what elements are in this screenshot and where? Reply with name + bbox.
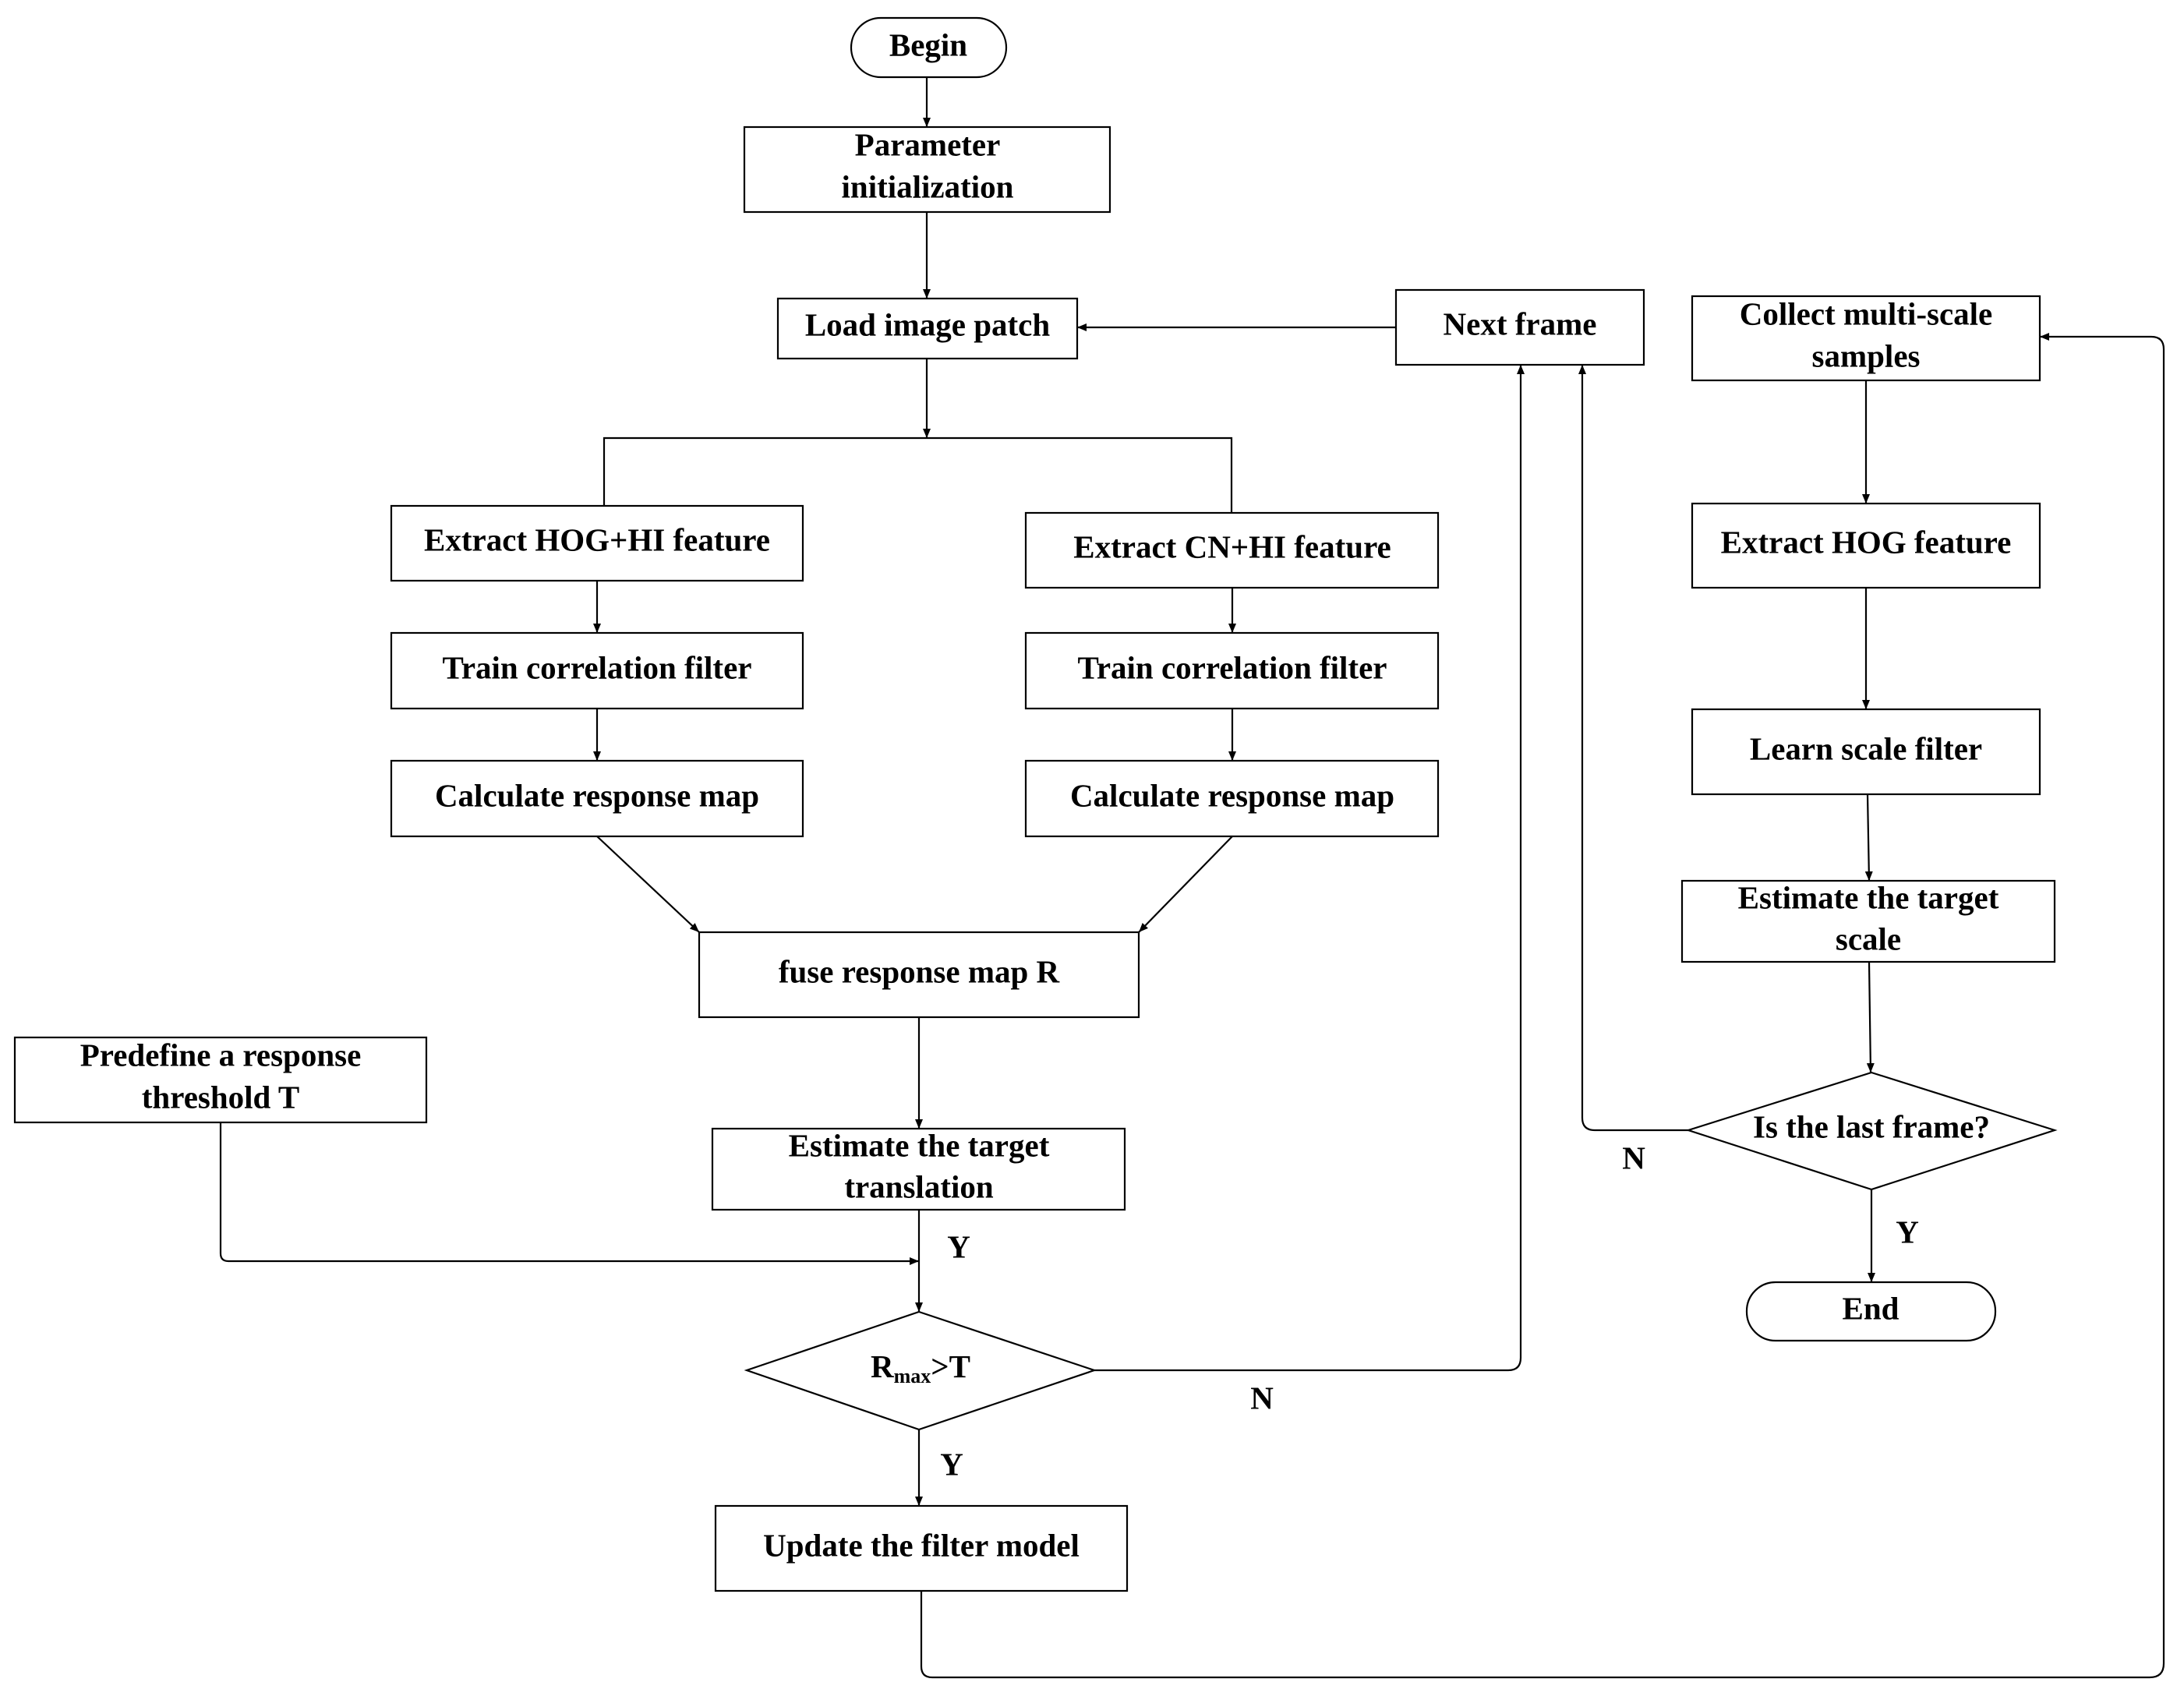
update-filter-model-box: Update the filter model	[714, 1504, 1129, 1592]
rmax-threshold-decision: Rmax>T	[744, 1310, 1097, 1431]
train-correlation-filter-left-box: Train correlation filter	[390, 631, 804, 710]
predefine-threshold-box: Predefine a response threshold T	[13, 1036, 428, 1124]
last-frame-decision-label: Is the last frame?	[1753, 1108, 1990, 1144]
end-node: End	[1745, 1281, 1997, 1342]
extract-hog-hi-feature-box: Extract HOG+HI feature	[390, 504, 804, 582]
train-correlation-filter-right-label: Train correlation filter	[1078, 649, 1387, 685]
end-label: End	[1843, 1290, 1900, 1326]
arrow-learn-scale-to-estimate-scale	[1864, 793, 1873, 882]
extract-hog-feature-box: Extract HOG feature	[1691, 502, 2041, 589]
rmax-yes-label: Y	[940, 1446, 963, 1482]
parameter-initialization-box: Parameter initialization	[743, 125, 1111, 214]
arrow-update-to-collect-samples	[920, 333, 2165, 1679]
predefine-threshold-line-1: Predefine a response	[80, 1037, 362, 1073]
threshold-yes-label: Y	[947, 1228, 970, 1264]
parameter-initialization-line-1: Parameter	[855, 126, 1001, 162]
load-image-patch-label: Load image patch	[805, 306, 1051, 342]
learn-scale-filter-label: Learn scale filter	[1750, 730, 1982, 766]
estimate-scale-box: Estimate the target scale	[1680, 879, 2056, 963]
split-line	[603, 436, 1233, 513]
next-frame-box: Next frame	[1394, 288, 1645, 366]
collect-multi-scale-samples-box: Collect multi-scale samples	[1691, 295, 2041, 382]
next-frame-label: Next frame	[1444, 306, 1597, 341]
arrow-calc-left-to-fuse	[596, 836, 700, 933]
collect-samples-line-2: samples	[1812, 338, 1921, 373]
extract-hog-feature-label: Extract HOG feature	[1721, 524, 2012, 560]
rmax-no-label: N	[1250, 1380, 1274, 1415]
calculate-response-map-right-box: Calculate response map	[1024, 759, 1440, 838]
arrow-estimate-scale-to-last-frame	[1866, 961, 1875, 1073]
calculate-response-map-right-label: Calculate response map	[1070, 777, 1394, 813]
last-frame-decision: Is the last frame?	[1685, 1071, 2058, 1191]
estimate-translation-box: Estimate the target translation	[711, 1127, 1126, 1211]
predefine-threshold-line-2: threshold T	[142, 1079, 299, 1115]
collect-samples-line-1: Collect multi-scale	[1740, 295, 1992, 331]
begin-label: Begin	[889, 27, 967, 62]
rmax-decision-label: Rmax>T	[871, 1348, 970, 1387]
extract-hog-hi-feature-label: Extract HOG+HI feature	[424, 521, 770, 557]
rmax-subscript: max	[894, 1365, 931, 1387]
fuse-response-map-label: fuse response map R	[779, 953, 1060, 989]
arrow-calc-right-to-fuse	[1138, 836, 1233, 933]
arrow-decision-no-to-next-frame	[1094, 365, 1525, 1372]
train-correlation-filter-left-label: Train correlation filter	[443, 649, 752, 685]
calculate-response-map-left-label: Calculate response map	[435, 777, 759, 813]
begin-node: Begin	[850, 16, 1008, 79]
estimate-translation-line-1: Estimate the target	[789, 1127, 1050, 1163]
learn-scale-filter-box: Learn scale filter	[1691, 708, 2041, 796]
train-correlation-filter-right-box: Train correlation filter	[1024, 631, 1440, 710]
estimate-translation-line-2: translation	[844, 1168, 994, 1204]
last-frame-yes-label: Y	[1896, 1214, 1919, 1249]
rmax-main: R	[871, 1348, 894, 1384]
estimate-scale-line-2: scale	[1836, 921, 1901, 956]
last-frame-no-label: N	[1622, 1140, 1645, 1175]
arrow-threshold-to-join	[219, 1122, 919, 1265]
estimate-scale-line-1: Estimate the target	[1738, 879, 1999, 915]
rmax-suffix: >T	[931, 1348, 970, 1384]
calculate-response-map-left-box: Calculate response map	[390, 759, 804, 838]
extract-cn-hi-feature-box: Extract CN+HI feature	[1024, 511, 1440, 589]
extract-cn-hi-feature-label: Extract CN+HI feature	[1073, 528, 1391, 564]
load-image-patch-box: Load image patch	[776, 297, 1079, 360]
update-filter-model-label: Update the filter model	[763, 1527, 1080, 1563]
arrow-last-frame-no-to-next-frame	[1578, 365, 1688, 1132]
parameter-initialization-line-2: initialization	[842, 168, 1014, 204]
fuse-response-map-box: fuse response map R	[698, 931, 1140, 1019]
